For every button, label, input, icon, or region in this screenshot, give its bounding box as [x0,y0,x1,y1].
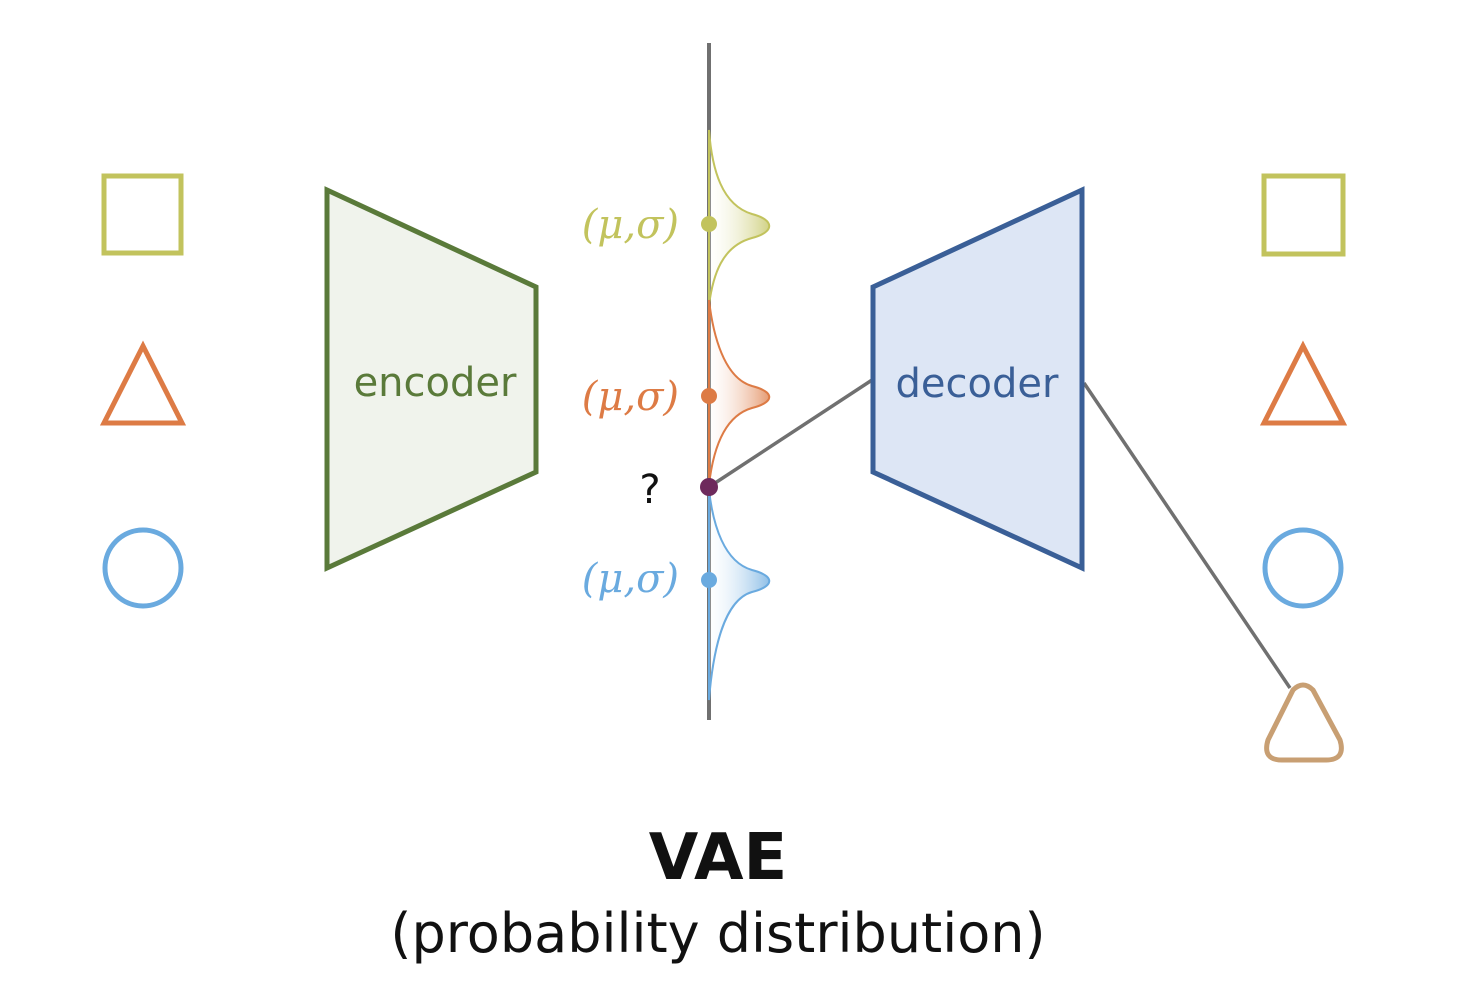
query-to-decoder-line [708,378,873,489]
decoder-to-generated-line [1082,382,1292,689]
mean-point-blue [701,572,717,588]
encoder-block: encoder [324,186,539,572]
query-point [700,478,718,496]
input-square-icon [101,173,184,256]
encoder-label: encoder [354,360,517,406]
distribution-label-olive: (μ,σ) [582,202,679,248]
generated-rounded-triangle-icon [1264,682,1344,763]
caption-subtitle: (probability distribution) [390,902,1045,965]
encoder-shape [324,186,539,572]
distribution-curve-olive [708,129,771,306]
mean-point-olive [701,216,717,232]
mean-point-orange [701,388,717,404]
output-square-icon [1261,173,1346,257]
input-circle-icon [102,527,184,609]
decoder-shape [870,186,1085,572]
distribution-label-orange: (μ,σ) [582,374,679,420]
output-shapes [1259,173,1348,609]
decoder-block: decoder [870,186,1085,572]
query-label: ? [639,467,660,513]
input-shapes [99,173,187,609]
distribution-label-blue: (μ,σ) [582,556,679,602]
output-circle-icon [1262,527,1344,609]
distribution-curve-blue [708,489,771,701]
latent-distributions [708,129,771,701]
decoder-label: decoder [896,361,1059,407]
distribution-curve-orange [708,299,771,486]
input-triangle-icon [99,340,187,426]
output-triangle-icon [1259,340,1348,426]
caption-title: VAE [649,821,787,895]
